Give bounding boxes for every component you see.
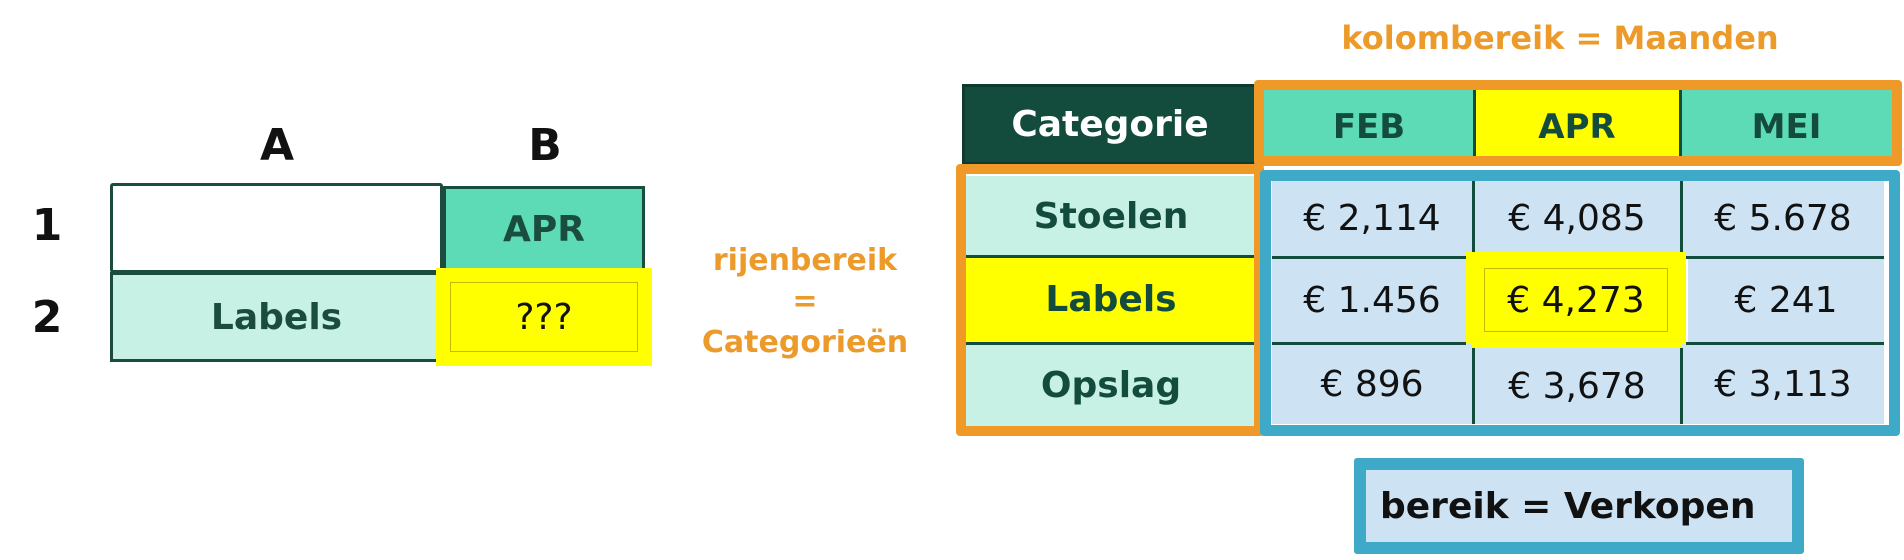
cell-b2-inner-border <box>450 282 638 352</box>
header-divider <box>1473 90 1476 164</box>
data-range-legend: bereik = Verkopen <box>1354 458 1804 554</box>
month-header-apr[interactable]: APR <box>1474 90 1680 164</box>
value-stoelen-feb[interactable]: € 2,114 <box>1272 180 1472 256</box>
cell-b1[interactable]: APR <box>443 186 645 273</box>
grid-line <box>1680 180 1683 252</box>
value-opslag-feb[interactable]: € 896 <box>1272 344 1472 424</box>
row-divider <box>966 342 1256 345</box>
column-range-frame <box>1254 80 1902 166</box>
column-header-b: B <box>528 120 562 171</box>
grid-line <box>1272 256 1466 259</box>
grid-line <box>1472 348 1475 424</box>
row-header-2: 2 <box>31 292 63 343</box>
row-range-label: rijenbereik <box>712 243 898 278</box>
result-inner-border <box>1484 268 1668 332</box>
column-header-a: A <box>259 120 295 171</box>
grid-line <box>1686 342 1884 345</box>
row-range-annotation: rijenbereik = Categorieën <box>690 240 920 363</box>
value-opslag-mei[interactable]: € 3,113 <box>1682 344 1884 424</box>
column-range-annotation: kolombereik = Maanden <box>1341 19 1779 57</box>
grid-line <box>1686 256 1884 259</box>
result-value: € 4,273 <box>1507 279 1645 321</box>
category-header: Categorie <box>962 84 1258 165</box>
row-range-equals: = <box>792 284 818 319</box>
month-header-feb[interactable]: FEB <box>1264 90 1474 164</box>
row-range-value: Categorieën <box>701 325 909 360</box>
month-header-mei[interactable]: MEI <box>1680 90 1893 164</box>
row-header-1: 1 <box>31 200 63 251</box>
grid-line <box>1272 342 1466 345</box>
grid-line <box>1680 348 1683 424</box>
value-stoelen-mei[interactable]: € 5.678 <box>1682 180 1884 256</box>
row-label-labels[interactable]: Labels <box>966 256 1256 343</box>
cell-a1[interactable] <box>110 183 443 273</box>
grid-line <box>1472 180 1475 252</box>
value-labels-feb[interactable]: € 1.456 <box>1272 258 1472 342</box>
cell-b2-value: ??? <box>515 296 573 338</box>
value-labels-mei[interactable]: € 241 <box>1688 258 1884 342</box>
row-range-frame <box>956 164 1264 436</box>
data-range-frame <box>1260 170 1900 436</box>
value-stoelen-apr[interactable]: € 4,085 <box>1474 180 1680 256</box>
header-divider <box>1679 90 1682 164</box>
value-opslag-apr[interactable]: € 3,678 <box>1474 348 1680 424</box>
value-labels-apr-result[interactable]: € 4,273 <box>1466 252 1686 348</box>
row-label-stoelen[interactable]: Stoelen <box>966 176 1256 256</box>
cell-a2[interactable]: Labels <box>110 272 443 362</box>
row-divider <box>966 255 1256 258</box>
cell-b2-result[interactable]: ??? <box>436 268 652 366</box>
row-label-opslag[interactable]: Opslag <box>966 343 1256 428</box>
